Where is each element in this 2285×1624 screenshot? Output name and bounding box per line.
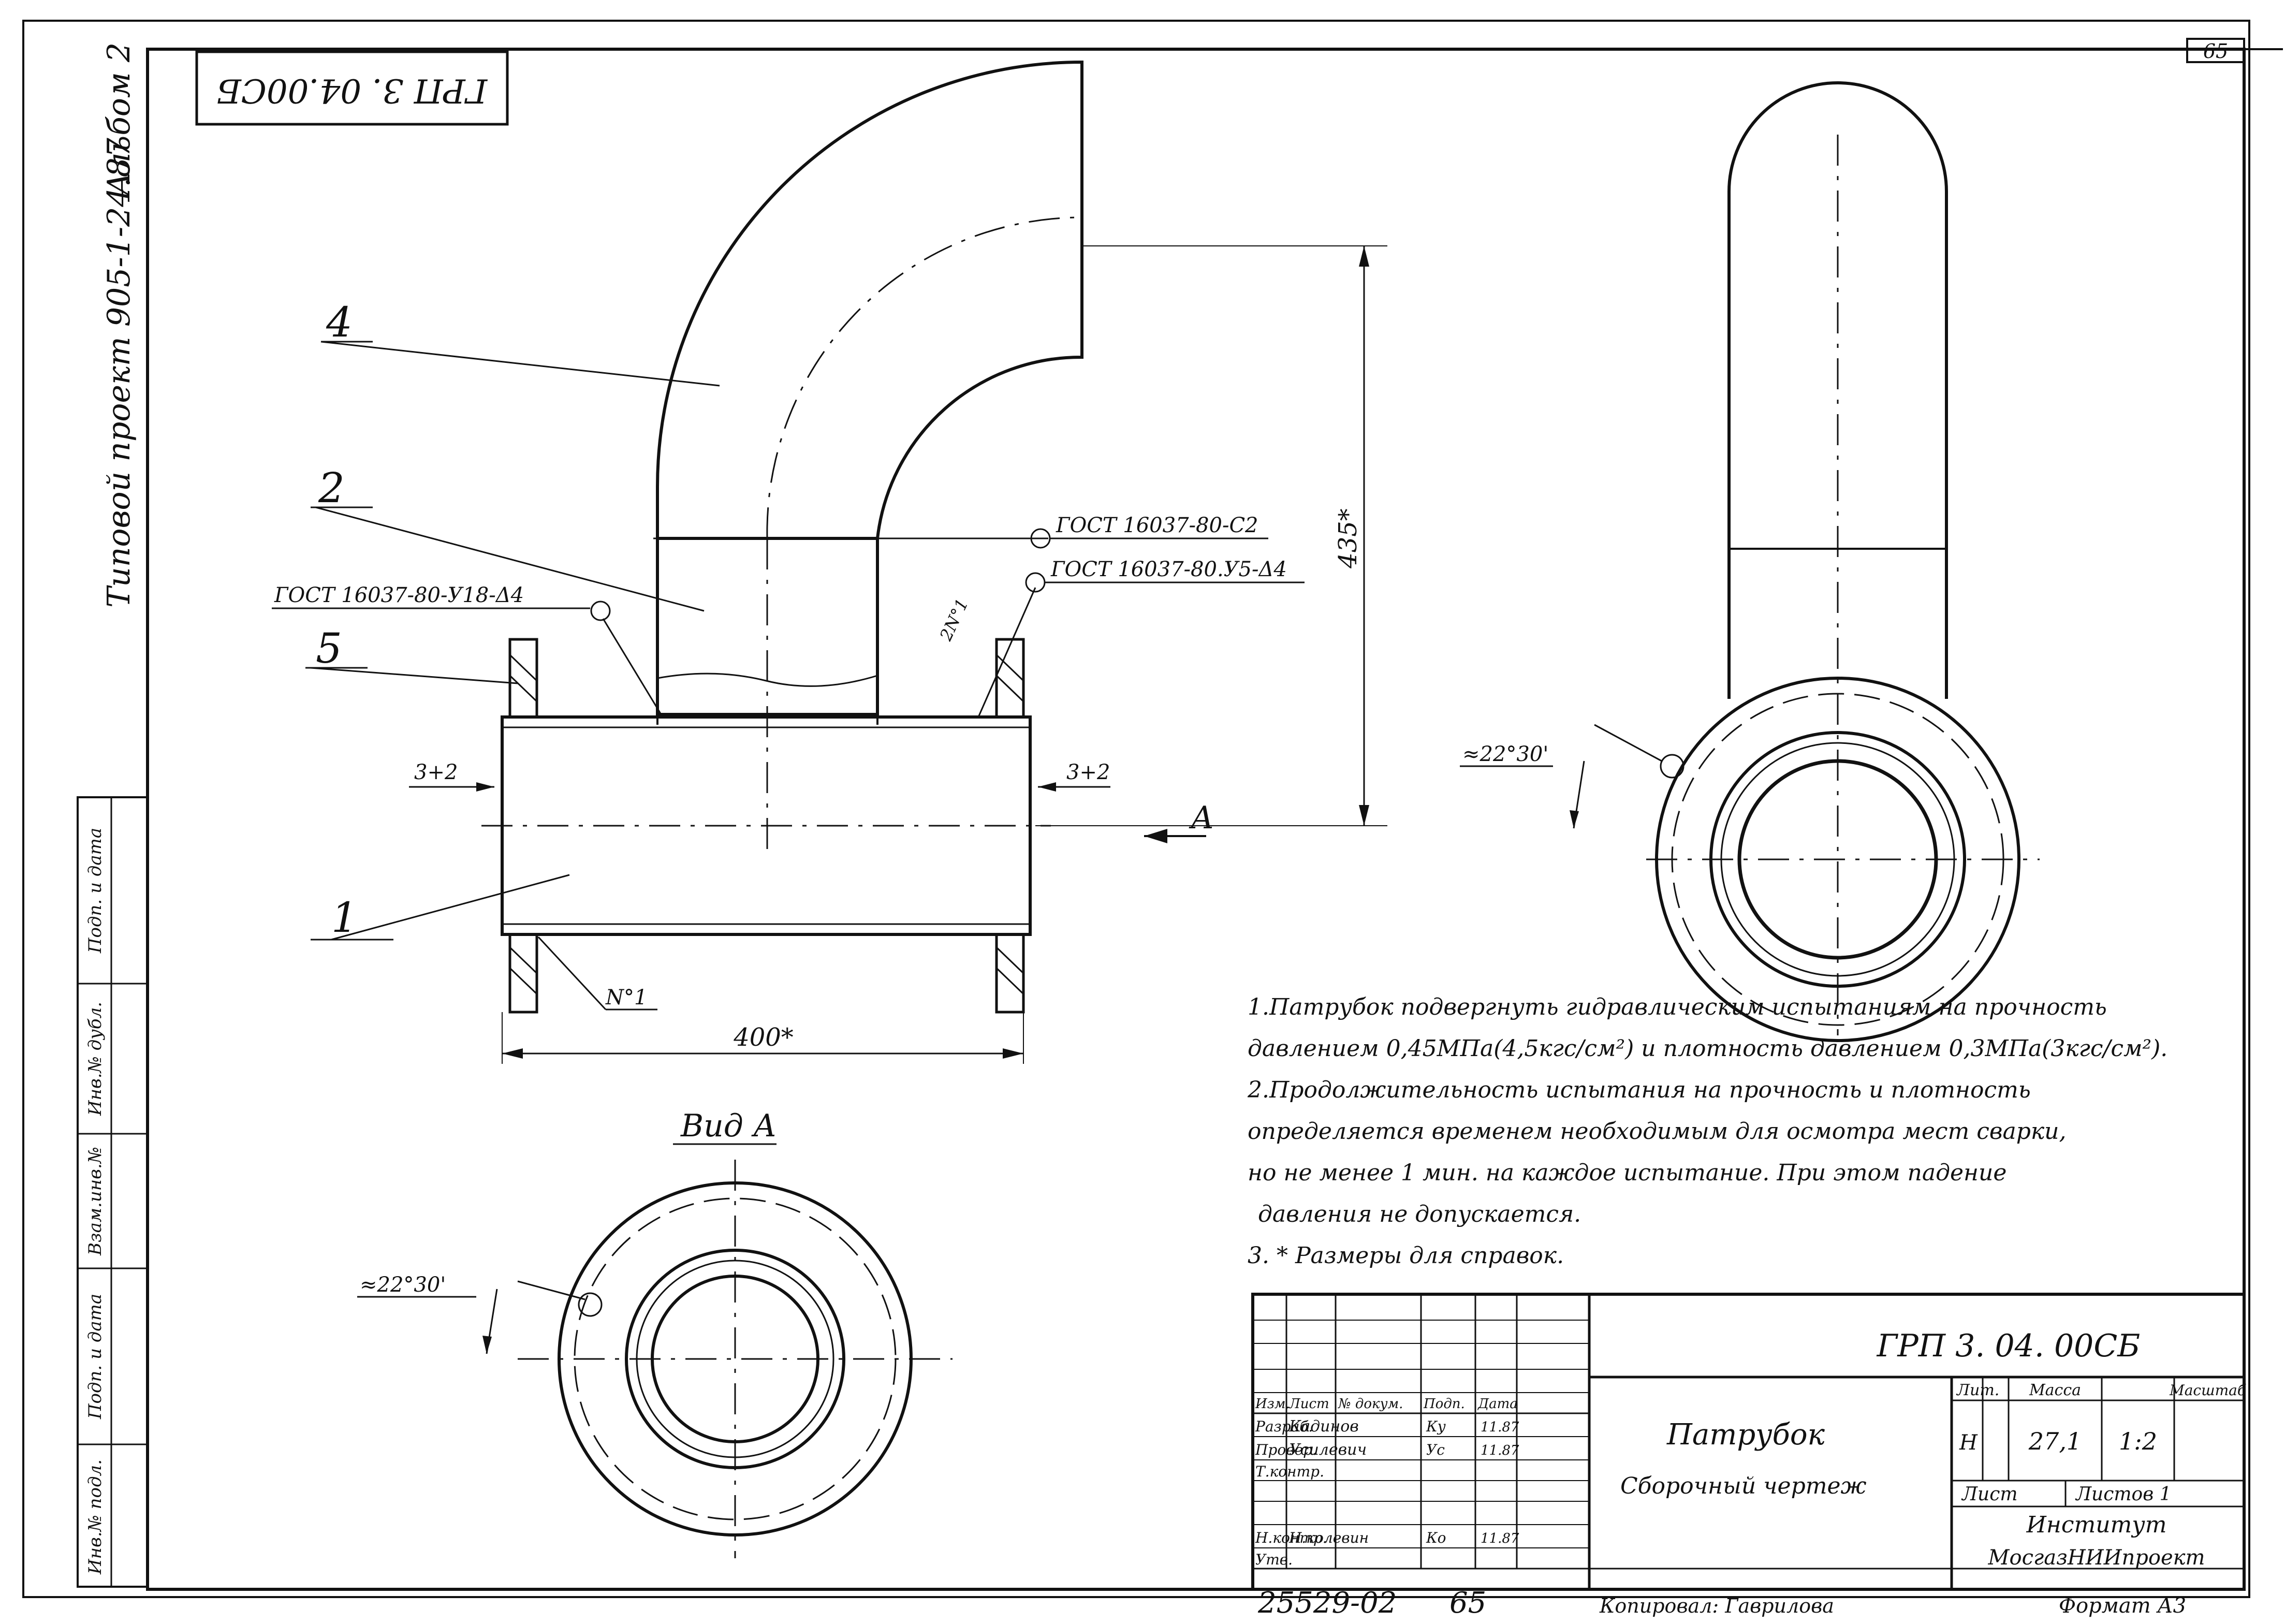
leader-2	[315, 506, 705, 612]
note-line-2: давлением 0,45МПа(4,5кгс/см²) и плотност…	[1248, 1035, 2167, 1062]
front-view: 4 2 5 1 ГОСТ 16037-80-С2 ГОСТ 16037-80.У…	[272, 60, 1387, 1064]
tb-part-name: Патрубок	[1666, 1418, 1825, 1452]
tb-designation: ГРП 3. 04. 00СБ	[1877, 1328, 2141, 1364]
footer-number: 25529-02	[1257, 1586, 1397, 1620]
weld-leader-mid	[977, 587, 1036, 718]
view-a-title: Вид А	[680, 1108, 777, 1144]
title-block: Изм. Лист № докум. Подп. Дата Разраб. Ка…	[1251, 1293, 2247, 1591]
tb-h-sheet: Лист	[1288, 1396, 1329, 1412]
footer: 25529-02 65 Копировал: Гаврилова Формат …	[1257, 1586, 2186, 1620]
note-line-6: давления не допускается.	[1258, 1201, 1581, 1227]
page-number-box	[2186, 38, 2245, 63]
side-pipe-outer	[1709, 731, 1966, 988]
dim-gap-right: 3+2	[1066, 760, 1110, 784]
tb-mass: 27,1	[2028, 1427, 2082, 1455]
stamp-inv-dubl: Инв.№ дубл.	[85, 1002, 106, 1116]
side-stamp: Инв.№ подл. Подп. и дата Взам.инв.№ Инв.…	[77, 796, 149, 1588]
right-flange-part-5	[995, 638, 1025, 1014]
tb-date-2: 11.87	[1481, 1443, 1519, 1458]
weld-mid-right: ГОСТ 16037-80.У5-Δ4	[1050, 558, 1287, 581]
dim-gap-left: 3+2	[414, 760, 458, 784]
dim-angle-right: ≈22°30'	[1462, 742, 1548, 766]
weld-top-right: ГОСТ 16037-80-С2	[1056, 514, 1258, 537]
tb-head-lit: Лит.	[1956, 1381, 1999, 1399]
tb-name-1: Кадинов	[1288, 1417, 1359, 1436]
project-label: Типовой проект 905-1-24.87	[101, 137, 137, 608]
dim-angle-bottom: ≈22°30'	[360, 1273, 446, 1297]
tb-org-1: Институт	[2026, 1512, 2166, 1538]
footer-copied: Копировал: Гаврилова	[1599, 1594, 1834, 1617]
tb-lit: Н	[1959, 1431, 1978, 1455]
side-elbow	[1727, 81, 1948, 699]
weld-mark-left: 2N°1	[935, 596, 972, 645]
side-view: ≈22°30'	[1460, 81, 2040, 1042]
tb-h-sig: Подп.	[1423, 1396, 1465, 1412]
tb-h-date: Дата	[1477, 1396, 1518, 1412]
left-flange-part-5	[508, 638, 538, 1014]
tb-date-4: 11.87	[1481, 1531, 1519, 1546]
footer-page: 65	[1449, 1586, 1486, 1620]
rotated-code: ГРП 3. 04.00СБ	[217, 71, 488, 110]
note-line-4: определяется временем необходимым для ос…	[1248, 1118, 2067, 1145]
album-label: Альбом 2	[101, 42, 137, 198]
tb-date-1: 11.87	[1481, 1420, 1519, 1435]
tb-h-doc: № докум.	[1338, 1396, 1403, 1412]
tb-scale: 1:2	[2119, 1427, 2157, 1455]
tb-role-3: Т.контр.	[1255, 1463, 1324, 1480]
footer-format: Формат А3	[2059, 1594, 2186, 1618]
callout-5: 5	[316, 624, 342, 672]
weld-left: ГОСТ 16037-80-У18-Δ4	[274, 583, 524, 607]
rotated-code-box	[195, 50, 509, 126]
tb-role-4: Н.контр.	[1255, 1529, 1327, 1546]
stamp-inv-podl: Инв.№ подл.	[85, 1459, 106, 1575]
tb-sheet: Лист	[1961, 1484, 2018, 1505]
technical-notes: 1.Патрубок подвергнуть гидравлическим ис…	[1247, 994, 2167, 1269]
tb-sheets: Листов 1	[2075, 1484, 2172, 1505]
tb-sig-2: Ус	[1426, 1441, 1445, 1458]
dim-height: 435*	[1334, 508, 1363, 569]
outer-frame	[22, 20, 2250, 1598]
tb-part-type: Сборочный чертеж	[1620, 1473, 1867, 1499]
tb-org-2: МосгазНИИпроект	[1988, 1546, 2205, 1570]
weld-leader-bottom	[537, 936, 607, 1011]
note-line-3: 2.Продолжительность испытания на прочнос…	[1247, 1077, 2031, 1103]
leader-4	[320, 341, 720, 387]
tb-name-4: Н.колевин	[1288, 1529, 1369, 1546]
side-bolt-hole	[1660, 754, 1685, 779]
tb-role-2: Провер.	[1255, 1441, 1317, 1458]
leader-5	[310, 667, 518, 684]
view-arrow-label: А	[1189, 800, 1214, 836]
elbow-part-4	[656, 60, 1083, 540]
stamp-vzam-inv: Взам.инв.№	[85, 1147, 106, 1256]
tb-sig-1: Ку	[1426, 1418, 1446, 1435]
side-flange-outer	[1655, 677, 2020, 1042]
page-number: 65	[2203, 40, 2228, 63]
stamp-podp-data-2: Подп. и дата	[85, 828, 106, 954]
tb-head-scale: Масштаб	[2169, 1382, 2247, 1399]
note-line-7: 3. * Размеры для справок.	[1248, 1242, 1564, 1269]
callout-2: 2	[318, 464, 345, 512]
tb-h-role: Изм.	[1255, 1396, 1290, 1412]
dim-length: 400*	[733, 1023, 794, 1052]
view-a-bolt-hole	[578, 1292, 603, 1317]
tb-head-mass: Масса	[2029, 1381, 2081, 1399]
branch-break-line	[657, 672, 878, 687]
tb-role-1: Разраб.	[1255, 1418, 1313, 1435]
callout-1: 1	[331, 894, 358, 942]
note-line-5: но не менее 1 мин. на каждое испытание. …	[1248, 1160, 2006, 1186]
leader-1	[331, 874, 570, 941]
callout-4: 4	[326, 298, 353, 346]
elbow-axis	[766, 216, 1082, 539]
stamp-podp-data-1: Подп. и дата	[85, 1294, 106, 1420]
weld-mark-bottom: N°1	[605, 986, 647, 1009]
note-line-1: 1.Патрубок подвергнуть гидравлическим ис…	[1248, 994, 2107, 1020]
tb-role-5: Утв.	[1255, 1551, 1293, 1568]
tb-sig-4: Ко	[1426, 1529, 1446, 1546]
side-pipe-inner	[1737, 759, 1938, 960]
tb-name-2: Усилевич	[1289, 1441, 1367, 1459]
view-a: Вид А ≈22°30'	[357, 1108, 953, 1558]
